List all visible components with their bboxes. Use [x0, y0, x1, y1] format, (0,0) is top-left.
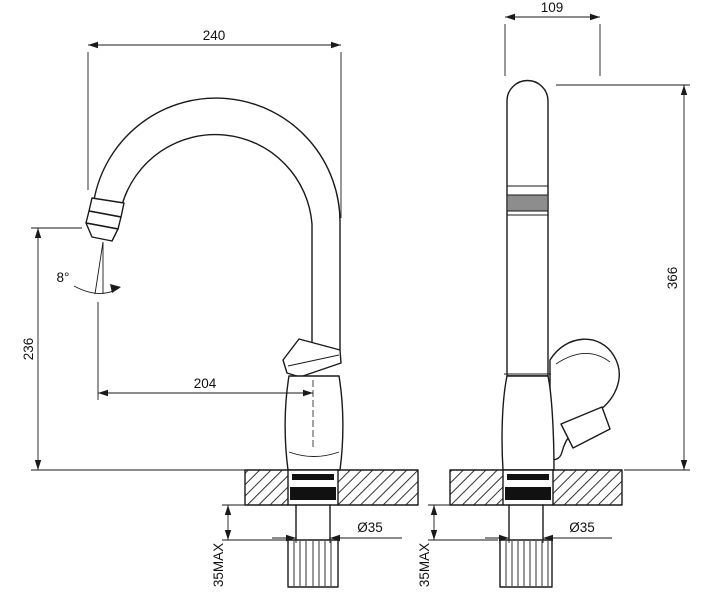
handle-front [549, 338, 620, 461]
dim-204-label: 204 [194, 376, 217, 391]
handle-end-cap [560, 406, 611, 449]
shank-front [508, 504, 544, 541]
dim-366: 366 [556, 84, 690, 471]
dim-dia35-front: Ø35 [485, 508, 612, 543]
body-shell-front [501, 375, 555, 471]
spout-column [506, 79, 549, 377]
dia35-side-arrow-left [286, 534, 296, 542]
dim-240-arrow-left [88, 41, 98, 49]
deck-front [449, 469, 623, 506]
dim-109-arrow-right [590, 13, 600, 21]
deck-front-hatch-left [450, 470, 503, 505]
spout-tube [93, 97, 341, 351]
shank-side [295, 504, 331, 541]
dim-240-arrow-right [331, 41, 341, 49]
dim-35max-side-arrow-bottom [224, 530, 232, 540]
angle-8-annotation: 8° [57, 241, 121, 295]
front-view: 109 366 Ø35 35MAX [417, 0, 690, 588]
handle-front-detail [555, 353, 611, 365]
dim-109-arrow-left [505, 13, 515, 21]
dim-35max-front-arrow-bottom [430, 530, 438, 540]
aerator-collar-front [506, 194, 549, 212]
body-side [284, 375, 344, 471]
nut-front-knurling [505, 541, 549, 586]
body-front [501, 373, 555, 471]
dim-109: 109 [504, 0, 601, 76]
dim-35max-front-label: 35MAX [417, 543, 432, 587]
handle-lever-side [282, 338, 342, 378]
dim-dia35-side-label: Ø35 [357, 520, 383, 535]
dim-204: 204 [97, 302, 313, 400]
side-view: 8° [21, 28, 419, 588]
nut-knurling [293, 541, 332, 586]
dim-35max-front-arrow-top [430, 505, 438, 515]
mounting-nut-front [499, 539, 553, 588]
spout-gooseneck [85, 97, 341, 351]
dim-366-label: 366 [665, 267, 680, 290]
dim-35max-side: 35MAX [211, 504, 286, 587]
angle-ref-line-tilted [94, 241, 104, 295]
deck-front-outline [449, 469, 623, 506]
angle-arrowhead [110, 284, 121, 293]
deck-hatch-left [245, 470, 288, 505]
dim-366-arrow-top [680, 85, 688, 95]
dim-240: 240 [87, 28, 342, 218]
mounting-nut-side [287, 539, 339, 588]
dia35-front-arrow-right [543, 534, 553, 542]
seal-front-upper [507, 474, 549, 480]
deck-hatch-right [338, 470, 418, 505]
dim-236-arrow-bottom [34, 460, 42, 470]
handle-side [282, 338, 342, 378]
deck-outline [244, 469, 419, 506]
nut-front-body [499, 539, 553, 588]
dia35-side-arrow-right [330, 534, 340, 542]
dim-366-arrow-bottom [680, 460, 688, 470]
dia35-front-arrow-left [499, 534, 509, 542]
angle-8-label: 8° [57, 270, 70, 285]
deck-side [244, 469, 419, 506]
dim-35max-front: 35MAX [417, 504, 498, 587]
dim-204-arrow-right [303, 389, 313, 397]
dim-dia35-side: Ø35 [272, 508, 402, 543]
spout-column-front [506, 79, 549, 377]
handle-detail-line [287, 354, 340, 367]
body-shell-side [284, 375, 344, 471]
body-ring-detail [288, 451, 340, 457]
deck-front-hatch-right [553, 470, 622, 505]
aerator-tip [85, 222, 119, 242]
dim-236-label: 236 [21, 338, 36, 361]
dim-204-arrow-left [98, 389, 108, 397]
seal-washer-lower [290, 487, 336, 500]
dim-240-label: 240 [203, 28, 226, 43]
dim-dia35-front-label: Ø35 [569, 520, 595, 535]
dim-35max-side-arrow-top [224, 505, 232, 515]
seal-front-lower [505, 487, 551, 500]
seal-washer-upper [292, 474, 334, 480]
dim-109-label: 109 [541, 0, 564, 15]
dim-236: 236 [21, 227, 245, 471]
dim-35max-side-label: 35MAX [211, 543, 226, 587]
dim-236-arrow-top [34, 228, 42, 238]
